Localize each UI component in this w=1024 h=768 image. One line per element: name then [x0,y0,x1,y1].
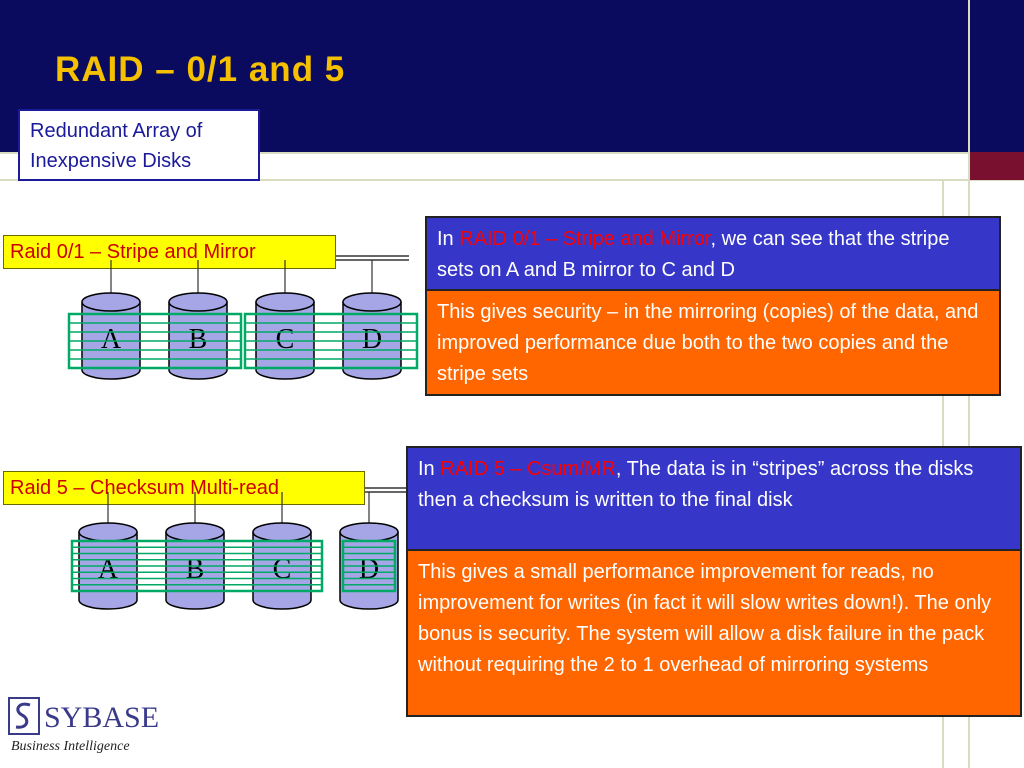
raid5-disk-body [78,532,138,610]
raid5-disk-body [165,532,225,610]
raid5-disk-top [339,522,399,542]
raid5-disk-a: A [78,522,138,610]
raid01-stripe-set-cd [243,312,419,370]
raid01-disk-top [81,292,141,312]
logo-name: SYBASE [44,701,160,734]
raid5-label: Raid 5 – Checksum Multi-read [3,471,365,505]
raid5-info-suffix: , The data is in “stripes” across the di… [418,458,974,511]
slide-title: RAID – 0/1 and 5 [55,50,346,89]
raid5-disk-body [339,532,399,610]
raid01-disk-top [255,292,315,312]
sybase-logo-mark [8,697,40,735]
raid5-disk-d: D [339,522,399,610]
raid5-disk-b: B [165,522,225,610]
raid5-info-prefix: In [418,458,441,480]
raid5-disk-c: C [252,522,312,610]
raid5-disk-label: B [186,554,205,585]
raid01-disk-c: C [255,292,315,380]
raid5-disk-top [165,522,225,542]
raid5-info-highlight: RAID 5 – Csum/MR [440,458,616,480]
raid5-stripe-set [70,539,324,593]
raid5-disk-label: D [359,554,379,585]
raid5-disk-body [252,532,312,610]
raid5-checksum [341,539,397,593]
raid01-info-highlight: RAID 0/1 – Stripe and Mirror [459,228,711,250]
logo-tagline: Business Intelligence [11,739,130,754]
header-accent-bar [970,152,1024,180]
raid01-detail-panel: This gives security – in the mirroring (… [425,289,1001,396]
raid5-disk-label: C [273,554,292,585]
frame-line-top-2 [0,179,1024,181]
raid5-disk-label: A [98,554,119,585]
sybase-logo: SYBASE Business Intelligence [8,697,168,761]
raid5-info-panel: In RAID 5 – Csum/MR, The data is in “str… [406,446,1022,551]
raid01-label: Raid 0/1 – Stripe and Mirror [3,235,336,269]
acronym-box: Redundant Array of Inexpensive Disks [18,109,260,181]
raid01-disk-top [168,292,228,312]
raid01-disk-b: B [168,292,228,380]
raid5-detail-panel: This gives a small performance improveme… [406,549,1022,717]
raid01-disk-a: A [81,292,141,380]
frame-line-top [0,152,970,154]
raid01-info-prefix: In [437,228,460,250]
raid01-disk-top [342,292,402,312]
raid5-diagram: A B C D [70,487,406,610]
raid5-disk-top [78,522,138,542]
raid01-disk-d: D [342,292,402,380]
raid5-disk-top [252,522,312,542]
raid01-info-suffix: , we can see that the stripe sets on A a… [437,228,950,281]
raid01-info-panel: In RAID 0/1 – Stripe and Mirror, we can … [425,216,1001,291]
raid01-stripe-set-ab [67,312,243,370]
